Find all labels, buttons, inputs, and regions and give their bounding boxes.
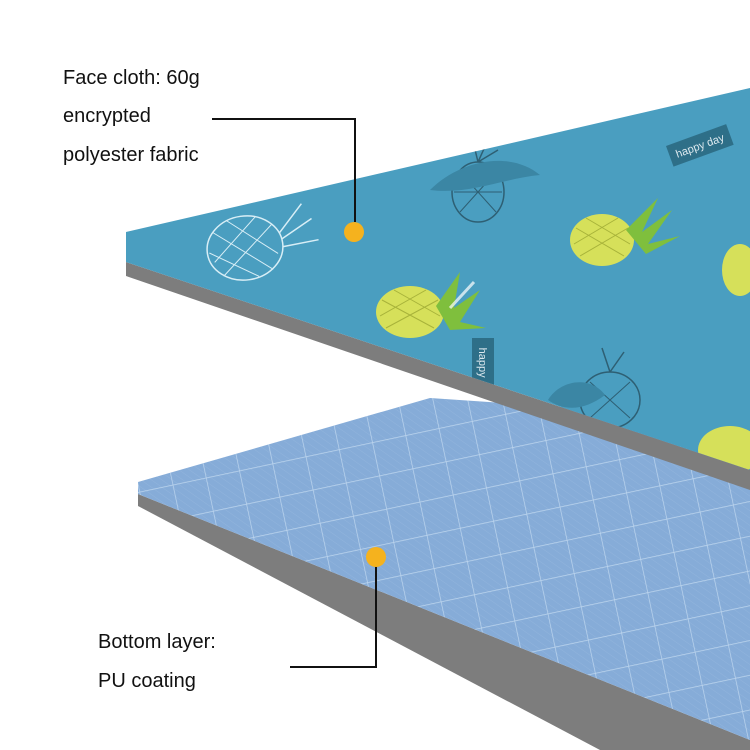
top-layer: happy day happy day: [126, 88, 750, 490]
pineapple-icon: [570, 198, 680, 266]
dot-marker-icon: [344, 222, 364, 242]
bottom-leader-line: [290, 566, 377, 668]
dot-marker-icon: [366, 547, 386, 567]
pineapple-icon: [722, 244, 750, 296]
top-layer-surface: [126, 88, 750, 470]
leaf-icon: [430, 160, 540, 191]
top-leader-line: [212, 118, 356, 222]
leaf-icon: [548, 382, 605, 408]
pineapple-icon: [376, 272, 486, 338]
face-cloth-label-line-3: polyester fabric: [63, 144, 199, 166]
face-cloth-label-line-2: encrypted: [63, 105, 151, 127]
print-pattern: happy day happy day: [206, 124, 750, 470]
face-cloth-label-line-1: Face cloth: 60g: [63, 67, 200, 89]
top-layer-edge: [126, 262, 750, 490]
bottom-layer-label-line-1: Bottom layer:: [98, 631, 216, 653]
bottom-layer-label-line-2: PU coating: [98, 670, 196, 692]
pineapple-icon: [206, 203, 319, 281]
bottom-layer-edge: [138, 494, 750, 750]
